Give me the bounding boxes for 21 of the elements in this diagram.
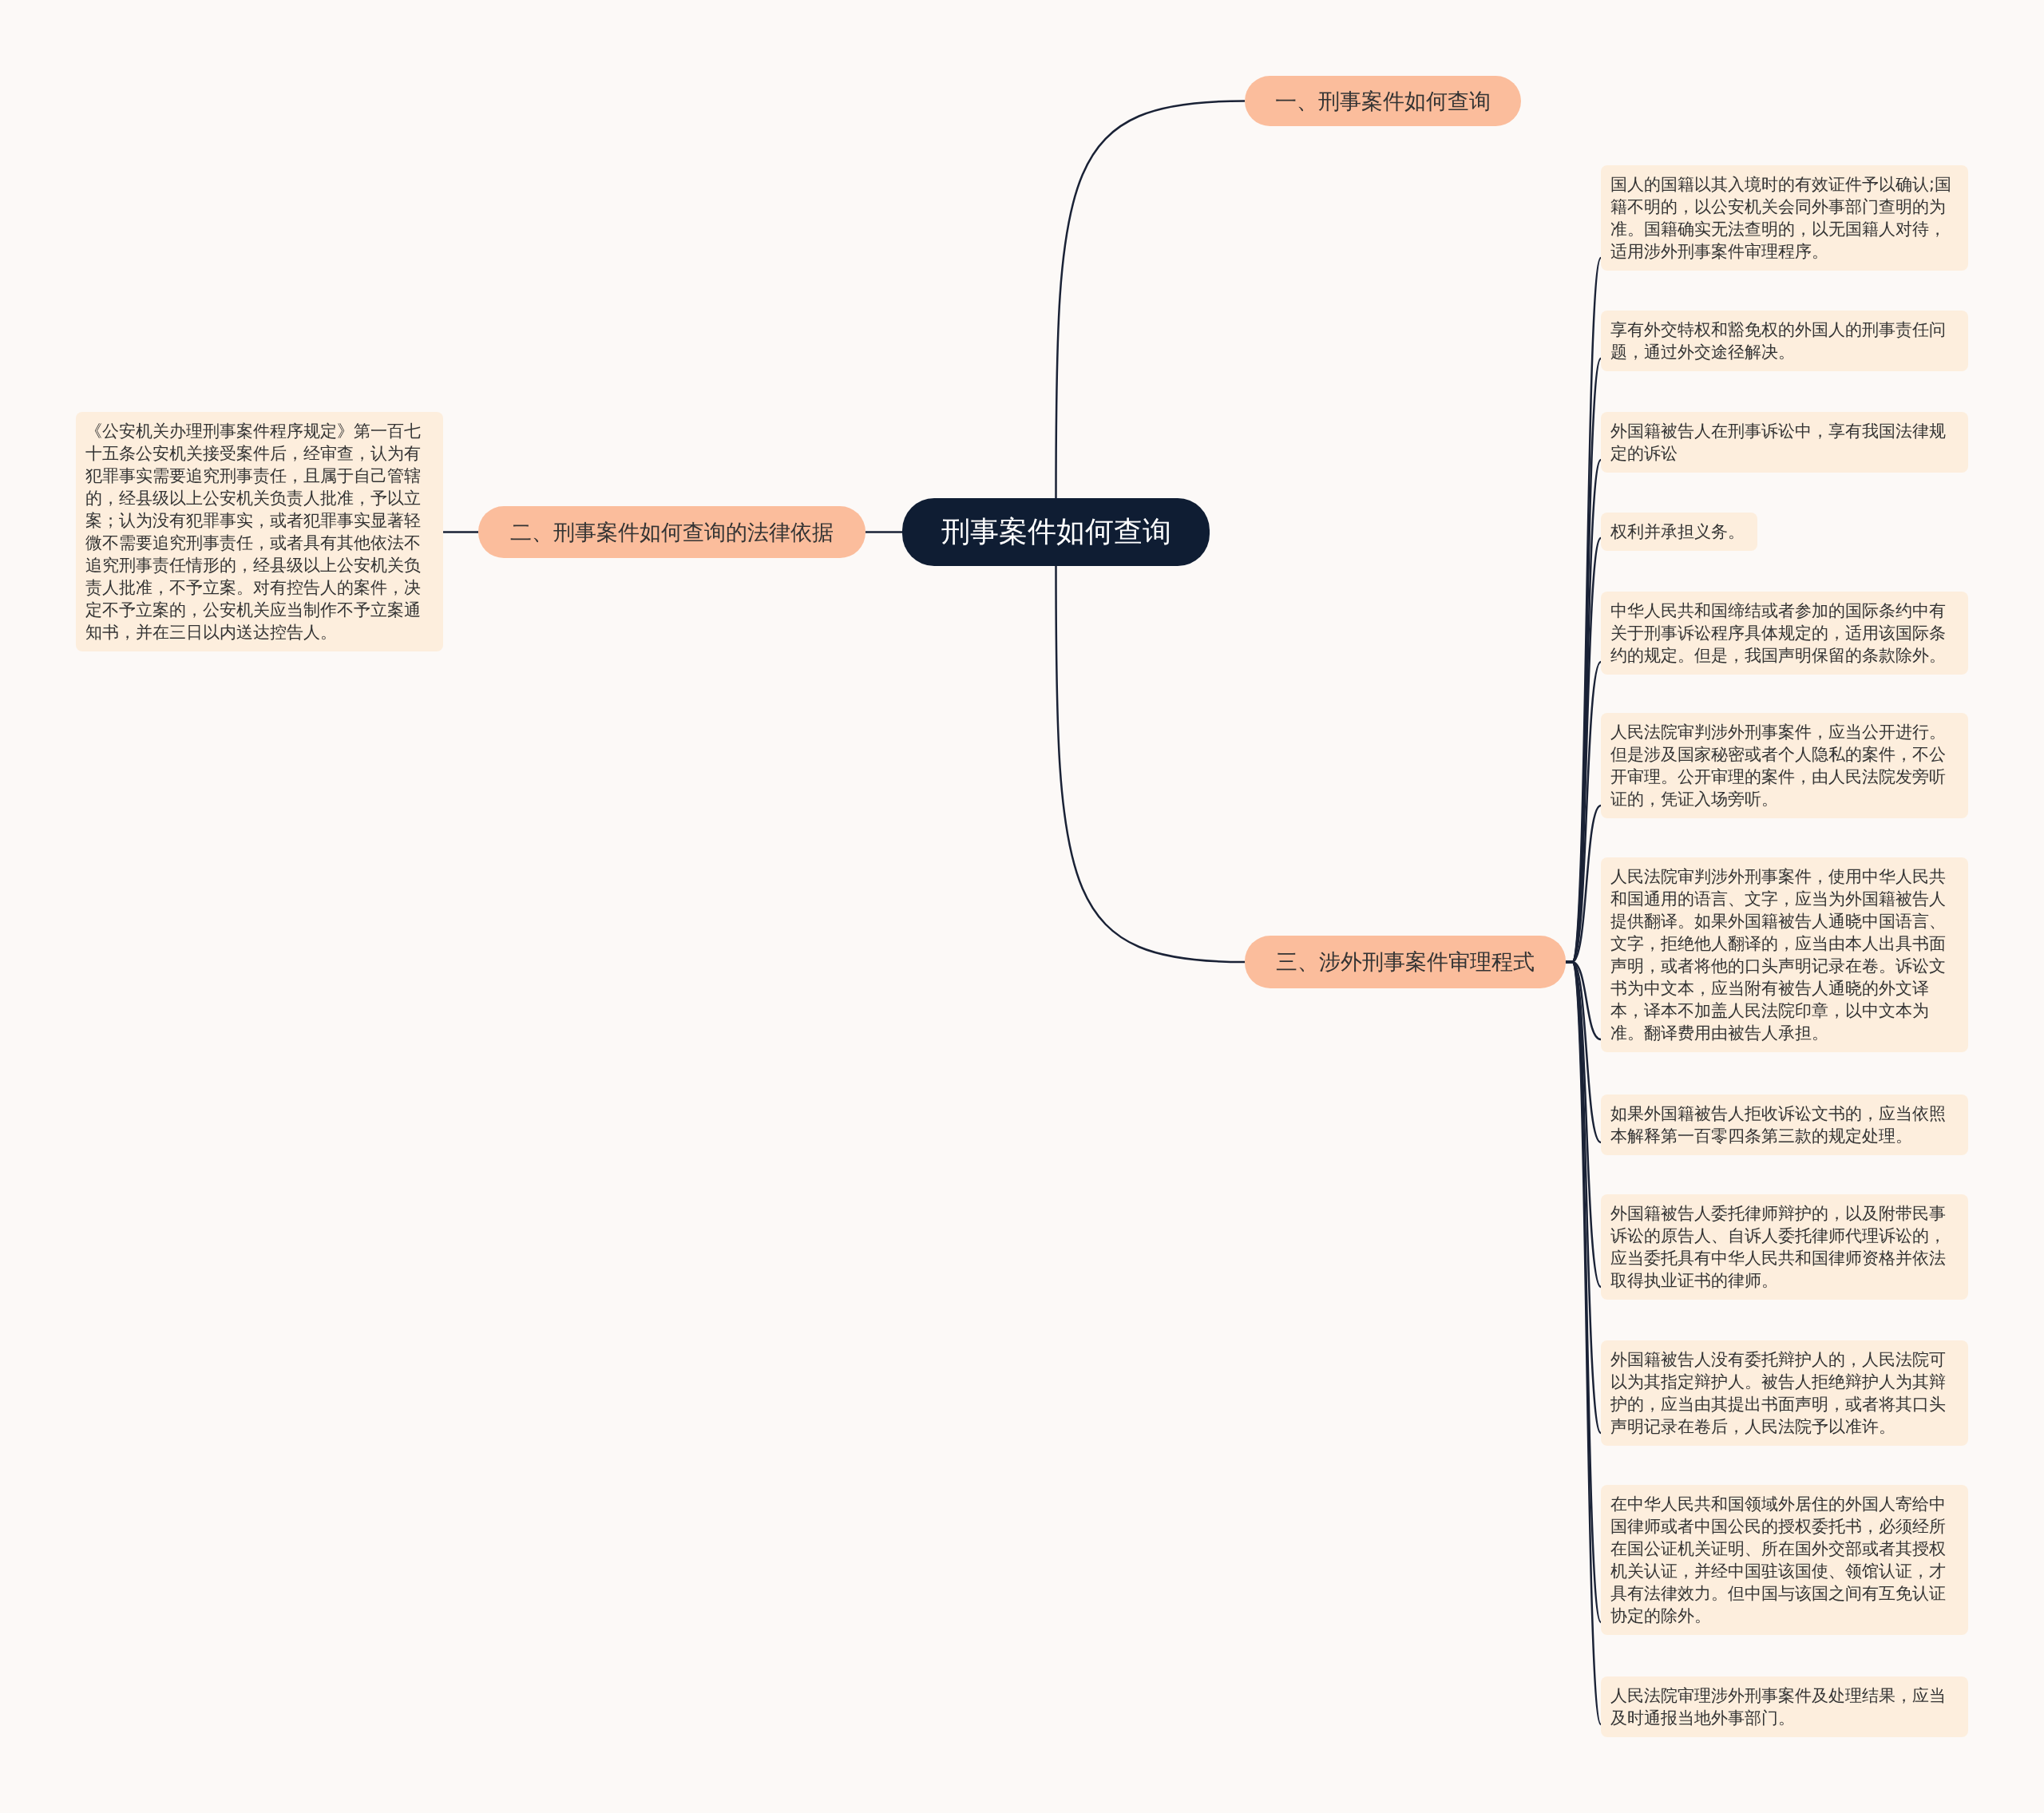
note-card: 在中华人民共和国领域外居住的外国人寄给中国律师或者中国公民的授权委托书，必须经所在国公证机关证明、所在国外交部或者其授权机关认证，并经中国驻该国使、领馆认证，才具有法律效力。但中国与该国之间有互免认证协定的除外。 [1601,1485,1968,1635]
note-card: 外国籍被告人在刑事诉讼中，享有我国法律规定的诉讼 [1601,412,1968,473]
note-card: 人民法院审判涉外刑事案件，使用中华人民共和国通用的语言、文字，应当为外国籍被告人提供翻译。如果外国籍被告人通晓中国语言、文字，拒绝他人翻译的，应当由本人出具书面声明，或者将他的口头声明记录在卷。诉讼文书为中文本，应当附有被告人通晓的外文译本，译本不加盖人民法院印章，以中文本为准。翻译费用由被告人承担。 [1601,857,1968,1052]
note-card: 如果外国籍被告人拒收诉讼文书的，应当依照本解释第一百零四条第三款的规定处理。 [1601,1095,1968,1155]
note-card: 《公安机关办理刑事案件程序规定》第一百七十五条公安机关接受案件后，经审查，认为有犯罪事实需要追究刑事责任，且属于自己管辖的，经县级以上公安机关负责人批准，予以立案；认为没有犯罪事实，或者犯罪事实显著轻微不需要追究刑事责任，或者具有其他依法不追究刑事责任情形的，经县级以上公安机关负责人批准，不予立案。对有控告人的案件，决定不予立案的，公安机关应当制作不予立案通知书，并在三日以内送达控告人。 [76,412,443,651]
note-card: 外国籍被告人没有委托辩护人的，人民法院可以为其指定辩护人。被告人拒绝辩护人为其辩护的，应当由其提出书面声明，或者将其口头声明记录在卷后，人民法院予以准许。 [1601,1340,1968,1446]
note-card: 人民法院审判涉外刑事案件，应当公开进行。但是涉及国家秘密或者个人隐私的案件，不公开审理。公开审理的案件，由人民法院发旁听证的，凭证入场旁听。 [1601,713,1968,818]
connector-line [443,531,478,533]
note-card: 外国籍被告人委托律师辩护的，以及附带民事诉讼的原告人、自诉人委托律师代理诉讼的，应当委托具有中华人民共和国律师资格并依法取得执业证书的律师。 [1601,1194,1968,1300]
branch-topic: 一、刑事案件如何查询 [1245,76,1521,126]
connector-line [1055,100,1246,498]
note-card: 权利并承担义务。 [1601,513,1757,551]
central-topic: 刑事案件如何查询 [902,498,1210,566]
note-card: 国人的国籍以其入境时的有效证件予以确认;国籍不明的，以公安机关会同外事部门查明的为准。国籍确实无法查明的，以无国籍人对待，适用涉外刑事案件审理程序。 [1601,165,1968,271]
connector-line [866,531,902,533]
note-card: 人民法院审理涉外刑事案件及处理结果，应当及时通报当地外事部门。 [1601,1676,1968,1737]
branch-topic: 二、刑事案件如何查询的法律依据 [478,506,866,558]
note-card: 享有外交特权和豁免权的外国人的刑事责任问题，通过外交途径解决。 [1601,311,1968,371]
branch-topic: 三、涉外刑事案件审理程式 [1245,936,1566,988]
connector-line [1055,566,1246,964]
note-card: 中华人民共和国缔结或者参加的国际条约中有关于刑事诉讼程序具体规定的，适用该国际条约的规定。但是，我国声明保留的条款除外。 [1601,592,1968,675]
